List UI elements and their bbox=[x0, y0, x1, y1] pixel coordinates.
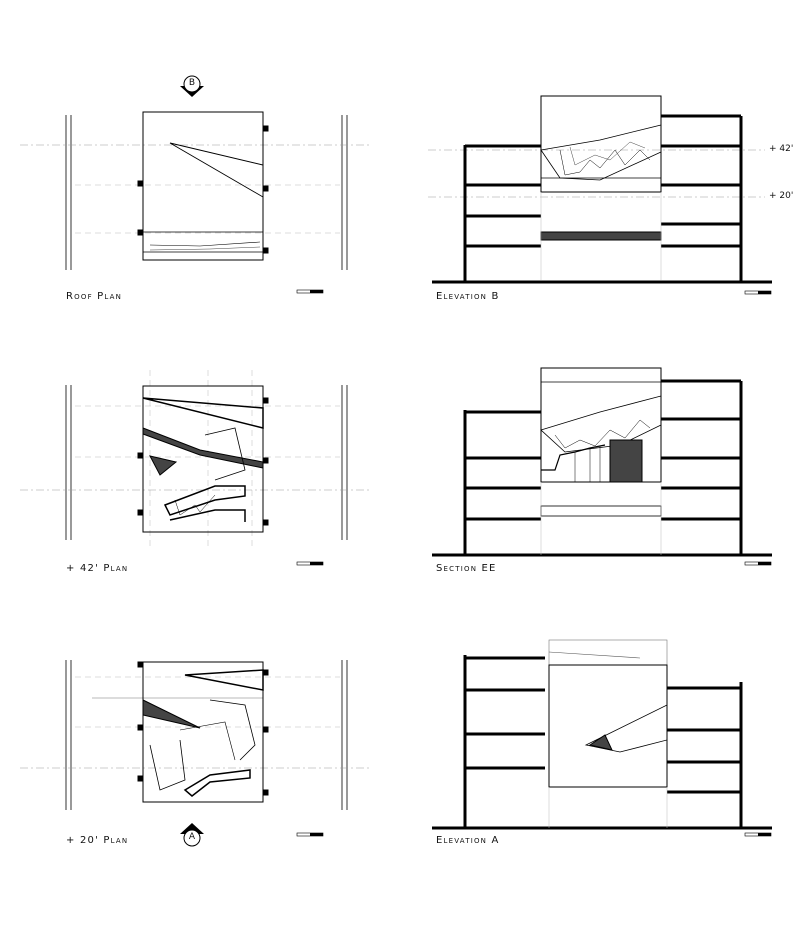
caption-plan-42: + 42' Plan bbox=[66, 563, 129, 574]
section-marker-b-label: B bbox=[188, 78, 196, 88]
level-marker-20: + 20' bbox=[769, 191, 794, 201]
section-marker-a-icon bbox=[180, 823, 204, 847]
section-marker-a-label: A bbox=[188, 832, 196, 842]
caption-elevation-b: Elevation B bbox=[436, 291, 500, 302]
plan-42-drawing bbox=[20, 370, 370, 566]
elevation-a-drawing bbox=[432, 639, 772, 837]
elevation-b-drawing bbox=[428, 95, 772, 295]
roof-plan-drawing bbox=[20, 111, 370, 294]
caption-roof-plan: Roof Plan bbox=[66, 291, 123, 302]
caption-section-ee: Section EE bbox=[436, 563, 497, 574]
plan-20-drawing bbox=[20, 660, 370, 837]
level-marker-42: + 42' bbox=[769, 144, 794, 154]
caption-elevation-a: Elevation A bbox=[436, 835, 500, 846]
section-ee-drawing bbox=[432, 367, 772, 566]
caption-plan-20: + 20' Plan bbox=[66, 835, 129, 846]
section-marker-b-icon bbox=[180, 75, 204, 97]
